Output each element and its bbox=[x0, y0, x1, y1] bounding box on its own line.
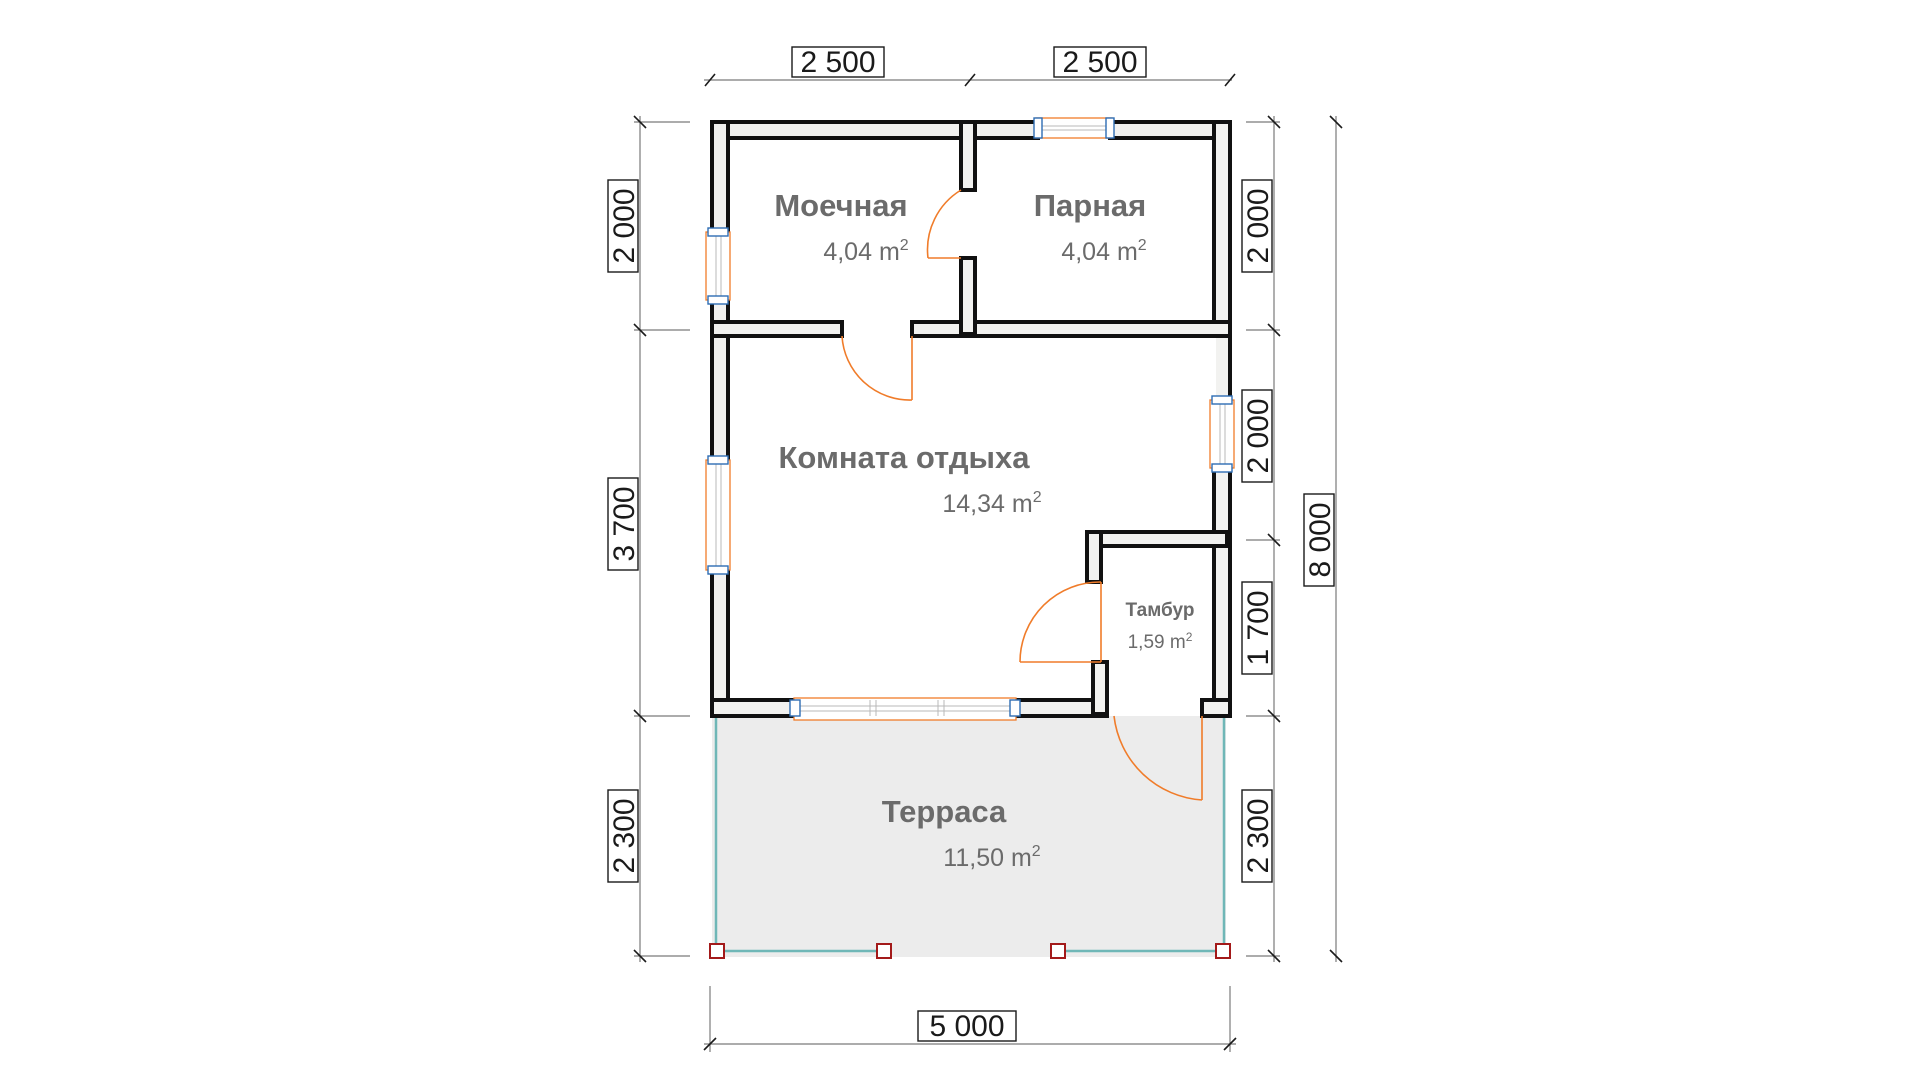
door-washroom bbox=[841, 335, 913, 401]
post bbox=[1215, 943, 1231, 959]
post bbox=[876, 943, 892, 959]
room-name-sauna: Парная bbox=[1034, 188, 1147, 223]
room-name-washroom: Моечная bbox=[774, 188, 907, 223]
terrace-posts bbox=[709, 943, 1231, 959]
door-tambur-inner bbox=[1019, 581, 1102, 663]
terrace-railing bbox=[714, 718, 1226, 953]
window-left-1 bbox=[705, 227, 731, 305]
dimension-left: 2 000 3 700 2 300 bbox=[607, 115, 690, 963]
window-bottom bbox=[789, 697, 1021, 721]
room-area-terrace: 11,50 m2 bbox=[943, 843, 1041, 872]
door-sauna bbox=[926, 189, 962, 259]
room-area-washroom: 4,04 m2 bbox=[823, 237, 908, 266]
room-name-tambur: Тамбур bbox=[1126, 600, 1195, 621]
window-right bbox=[1209, 395, 1235, 473]
room-name-lounge: Комната отдыха bbox=[779, 440, 1031, 475]
dimension-top-2: 2 500 bbox=[1062, 46, 1137, 79]
dimension-overall-height: 8 000 bbox=[1303, 115, 1343, 963]
walls bbox=[710, 120, 1232, 718]
dimension-top-1: 2 500 bbox=[800, 46, 875, 79]
dimension-overall-height-label: 8 000 bbox=[1304, 502, 1337, 577]
dimension-top: 2 500 2 500 bbox=[704, 46, 1236, 87]
room-area-sauna: 4,04 m2 bbox=[1061, 237, 1146, 266]
window-top bbox=[1033, 117, 1115, 139]
dimension-right: 2 000 2 000 1 700 2 300 bbox=[1241, 115, 1281, 963]
windows bbox=[705, 117, 1235, 721]
dimension-right-2: 2 000 bbox=[1242, 398, 1275, 473]
dimension-right-1: 2 000 bbox=[1242, 188, 1275, 263]
room-labels: Моечная 4,04 m2 Парная 4,04 m2 Комната о… bbox=[774, 188, 1194, 872]
room-area-lounge: 14,34 m2 bbox=[942, 489, 1041, 518]
room-area-tambur: 1,59 m2 bbox=[1128, 630, 1193, 653]
dimension-left-2: 3 700 bbox=[608, 486, 641, 561]
dimension-left-1: 2 000 bbox=[608, 188, 641, 263]
doors bbox=[841, 189, 1203, 801]
room-name-terrace: Терраса bbox=[882, 794, 1007, 829]
dimension-bottom-label: 5 000 bbox=[929, 1010, 1004, 1043]
dimension-right-3: 1 700 bbox=[1242, 590, 1275, 665]
post bbox=[709, 943, 725, 959]
terrace-area bbox=[712, 716, 1226, 957]
dimension-bottom: 5 000 bbox=[703, 986, 1237, 1052]
dimension-left-3: 2 300 bbox=[608, 798, 641, 873]
door-entrance bbox=[1113, 715, 1203, 801]
dimension-right-4: 2 300 bbox=[1242, 798, 1275, 873]
post bbox=[1050, 943, 1066, 959]
window-left-2 bbox=[705, 455, 731, 575]
